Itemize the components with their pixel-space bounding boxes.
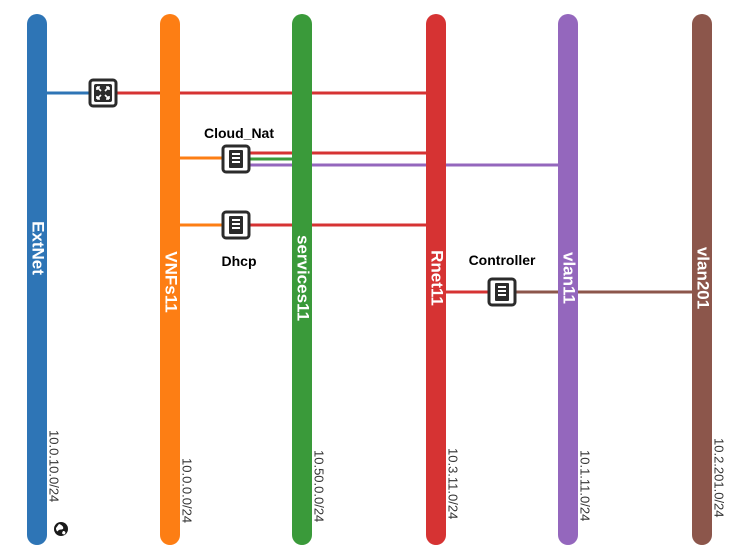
globe-icon	[54, 522, 68, 536]
network-cidr-services11: 10.50.0.0/24	[312, 450, 327, 522]
server-icon	[229, 216, 243, 234]
network-services11[interactable]: services11 10.50.0.0/24	[292, 14, 327, 545]
network-cidr-vlan11: 10.1.11.0/24	[578, 450, 593, 521]
network-bar-services11[interactable]	[292, 14, 312, 545]
network-vlan201[interactable]: vlan201 10.2.201.0/24	[692, 14, 727, 545]
network-name-extnet: ExtNet	[29, 221, 48, 275]
network-name-vlan11: vlan11	[560, 252, 579, 304]
node-router[interactable]	[88, 78, 118, 108]
network-name-vlan201: vlan201	[694, 247, 713, 309]
network-name-rnet11: Rnet11	[428, 250, 447, 306]
network-vnfs11[interactable]: VNFs11 10.0.0.0/24	[160, 14, 195, 545]
node-label-controller: Controller	[469, 252, 536, 268]
node-controller[interactable]: Controller	[469, 252, 536, 307]
network-bar-extnet[interactable]	[27, 14, 47, 545]
node-label-cloud-nat: Cloud_Nat	[204, 125, 274, 141]
node-cloud-nat[interactable]: Cloud_Nat	[204, 125, 274, 174]
network-cidr-extnet: 10.0.10.0/24	[47, 430, 62, 502]
networks-layer: ExtNet 10.0.10.0/24 VNFs11 10.0.0.0/24 s…	[27, 14, 727, 545]
network-vlan11[interactable]: vlan11 10.1.11.0/24	[558, 14, 593, 545]
network-rnet11[interactable]: Rnet11 10.3.11.0/24	[426, 14, 461, 545]
network-cidr-vlan201: 10.2.201.0/24	[712, 438, 727, 518]
node-dhcp[interactable]: Dhcp	[221, 210, 257, 269]
node-label-dhcp: Dhcp	[222, 253, 257, 269]
network-name-services11: services11	[294, 235, 313, 321]
network-bar-vlan201[interactable]	[692, 14, 712, 545]
server-icon	[495, 283, 509, 301]
nodes-layer: Cloud_Nat Dhcp Controller	[88, 78, 536, 307]
network-name-vnfs11: VNFs11	[162, 251, 181, 312]
network-extnet[interactable]: ExtNet 10.0.10.0/24	[27, 14, 68, 545]
network-bar-rnet11[interactable]	[426, 14, 446, 545]
network-bar-vlan11[interactable]	[558, 14, 578, 545]
links-layer	[37, 91, 702, 294]
server-icon	[229, 150, 243, 168]
network-cidr-rnet11: 10.3.11.0/24	[446, 448, 461, 519]
router-icon	[94, 84, 112, 102]
network-bar-vnfs11[interactable]	[160, 14, 180, 545]
network-cidr-vnfs11: 10.0.0.0/24	[180, 458, 195, 523]
